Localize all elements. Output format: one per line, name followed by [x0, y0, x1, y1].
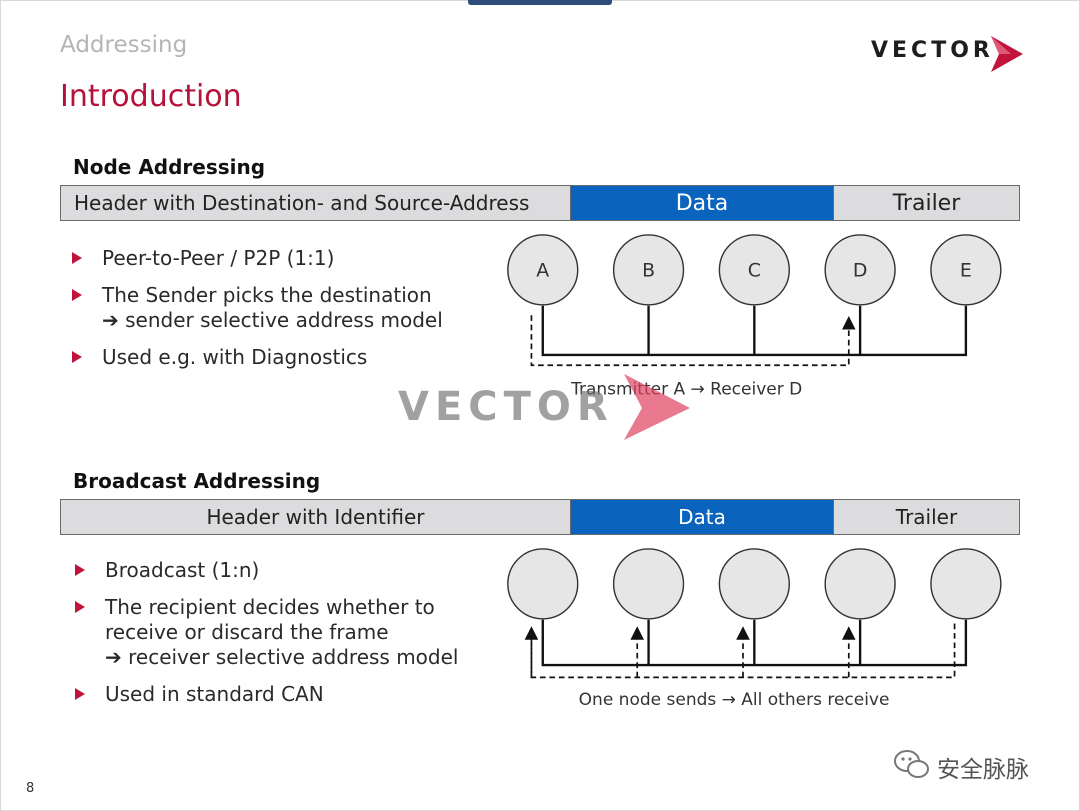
node-circle [507, 548, 579, 620]
frame-trailer-segment: Trailer [833, 186, 1019, 220]
frame-data-segment: Data [571, 500, 833, 534]
frame-trailer-segment: Trailer [833, 500, 1019, 534]
node-circle [930, 548, 1002, 620]
vector-logo: VECTOR [871, 34, 1031, 74]
bullet-text: Used e.g. with Diagnostics [102, 345, 368, 369]
bullet-text: The recipient decides whether to [105, 595, 435, 619]
node-label: D [853, 260, 868, 282]
page-number: 8 [26, 781, 35, 796]
list-item: Used in standard CAN [75, 682, 458, 707]
node-a: A [507, 234, 579, 306]
node-label: C [748, 260, 761, 282]
node-bullet-list: Peer-to-Peer / P2P (1:1) The Sender pick… [72, 246, 443, 382]
wechat-icon [894, 750, 929, 778]
frame-header-segment: Header with Identifier [61, 500, 571, 534]
breadcrumb: Addressing [60, 32, 188, 58]
logo-text: VECTOR [871, 38, 994, 63]
broadcast-bullet-list: Broadcast (1:n) The recipient decides wh… [75, 558, 458, 719]
transmission-path-arrow [530, 315, 856, 367]
node-diagram-caption: Transmitter A → Receiver D [570, 380, 802, 400]
bullet-subtext: ➔ sender selective address model [102, 308, 443, 332]
node-c: C [718, 234, 790, 306]
bullet-triangle-icon [75, 601, 85, 613]
vector-watermark: VECTOR [398, 372, 698, 444]
broadcast-addressing-heading: Broadcast Addressing [73, 469, 321, 493]
list-item: Used e.g. with Diagnostics [72, 345, 443, 370]
watermark-logo-icon: VECTOR [398, 374, 690, 440]
node-circle [612, 548, 685, 620]
bullet-subtext: ➔ receiver selective address model [105, 645, 459, 669]
bullet-text: The Sender picks the destination [102, 283, 432, 307]
bullet-triangle-icon [75, 688, 85, 700]
bullet-triangle-icon [72, 351, 82, 363]
bullet-triangle-icon [75, 564, 85, 576]
svg-text:VECTOR: VECTOR [398, 384, 614, 430]
bullet-subtext: receive or discard the frame [105, 620, 389, 644]
node-e: E [930, 234, 1002, 306]
page-title: Introduction [60, 79, 242, 114]
broadcast-path [530, 623, 956, 679]
list-item: Peer-to-Peer / P2P (1:1) [72, 246, 443, 271]
list-item: The Sender picks the destination➔ sender… [72, 283, 443, 333]
wechat-watermark: 安全脉脉 [893, 746, 1053, 786]
node-addressing-diagram: A B C D E Transmitter A → Receiver D [507, 234, 1002, 400]
bullet-text: Peer-to-Peer / P2P (1:1) [102, 246, 335, 270]
node-addressing-heading: Node Addressing [73, 155, 266, 179]
broadcast-diagram-caption: One node sends → All others receive [579, 690, 890, 710]
frame-header-segment: Header with Destination- and Source-Addr… [61, 186, 571, 220]
frame-data-segment: Data [571, 186, 833, 220]
top-tab-indicator [468, 0, 612, 5]
node-frame-bar: Header with Destination- and Source-Addr… [60, 185, 1020, 221]
broadcast-addressing-diagram: One node sends → All others receive [507, 548, 1002, 710]
list-item: Broadcast (1:n) [75, 558, 458, 583]
node-d: D [824, 234, 896, 306]
node-circle [824, 548, 896, 620]
bullet-text: Broadcast (1:n) [105, 558, 260, 582]
wechat-account-name: 安全脉脉 [937, 757, 1029, 783]
logo-chevron-icon [991, 36, 1023, 72]
bullet-triangle-icon [72, 289, 82, 301]
node-label: E [960, 260, 972, 282]
bullet-triangle-icon [72, 252, 82, 264]
bullet-text: Used in standard CAN [105, 682, 324, 706]
node-b: B [612, 234, 685, 306]
broadcast-frame-bar: Header with Identifier Data Trailer [60, 499, 1020, 535]
node-label: B [642, 260, 655, 282]
node-label: A [536, 260, 549, 282]
node-circle [718, 548, 790, 620]
